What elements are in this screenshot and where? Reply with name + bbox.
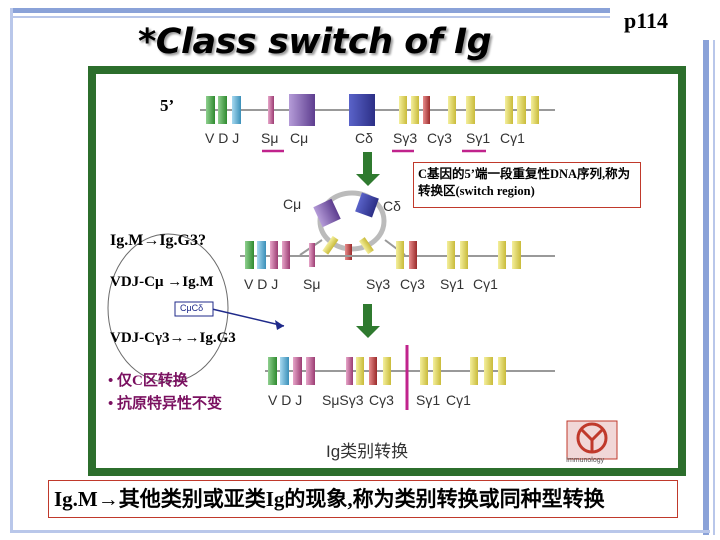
- bullet-antigen-specificity: • 抗原特异性不变: [108, 392, 222, 413]
- loop-label-c-mu: Cμ: [283, 196, 301, 212]
- logo-text: Immunology: [566, 457, 604, 464]
- gene-label-c-gamma3: Cγ3: [427, 130, 452, 146]
- mid-gene-label-s-gamma3: Sγ3: [366, 276, 390, 292]
- question-label: Ig.M→Ig.G3?: [110, 232, 206, 250]
- five-prime-label: 5’: [160, 96, 174, 116]
- gene-label-s-mu: Sμ: [261, 130, 278, 146]
- bullet-c-region-only: • 仅C区转换: [108, 369, 188, 390]
- mid-gene-label-vdj: V D J: [244, 276, 278, 292]
- mid-gene-label-c-gamma1: Cγ1: [473, 276, 498, 292]
- switched-dna-row: [265, 345, 555, 410]
- step1-label: VDJ-Cμ →Ig.M: [110, 274, 214, 291]
- bot-gene-label-c-gamma1: Cγ1: [446, 392, 471, 408]
- mid-gene-label-s-gamma1: Sγ1: [440, 276, 464, 292]
- loop-label-c-delta: Cδ: [383, 198, 401, 214]
- step2-label: VDJ-Cγ3→→Ig.G3: [110, 330, 236, 347]
- immunology-logo: [567, 421, 617, 459]
- mid-gene-label-s-mu: Sμ: [303, 276, 320, 292]
- mini-c-mu-c-delta-label: CμCδ: [180, 303, 203, 313]
- summary-text: Ig.M→其他类别或亚类Ig的现象,称为类别转换或同种型转换: [48, 480, 678, 518]
- gene-label-s-gamma1: Sγ1: [466, 130, 490, 146]
- bot-gene-label-s-gamma1: Sγ1: [416, 392, 440, 408]
- bot-gene-label-c-gamma3: Cγ3: [369, 392, 394, 408]
- mid-gene-label-c-gamma3: Cγ3: [400, 276, 425, 292]
- gene-label-s-gamma3: Sγ3: [393, 130, 417, 146]
- switch-region-callout: C基因的5’端一段重复性DNA序列,称为转换区(switch region): [413, 162, 641, 208]
- gene-label-c-mu: Cμ: [290, 130, 308, 146]
- gene-label-vdj: V D J: [205, 130, 239, 146]
- gene-label-c-gamma1: Cγ1: [500, 130, 525, 146]
- gene-label-c-delta: Cδ: [355, 130, 373, 146]
- bot-gene-label-vdj: V D J: [268, 392, 302, 408]
- rearranged-dna-row: [240, 241, 555, 269]
- bot-gene-label-s-mu-s-gamma3: SμSγ3: [322, 392, 364, 408]
- diagram-caption: Ig类别转换: [326, 437, 408, 462]
